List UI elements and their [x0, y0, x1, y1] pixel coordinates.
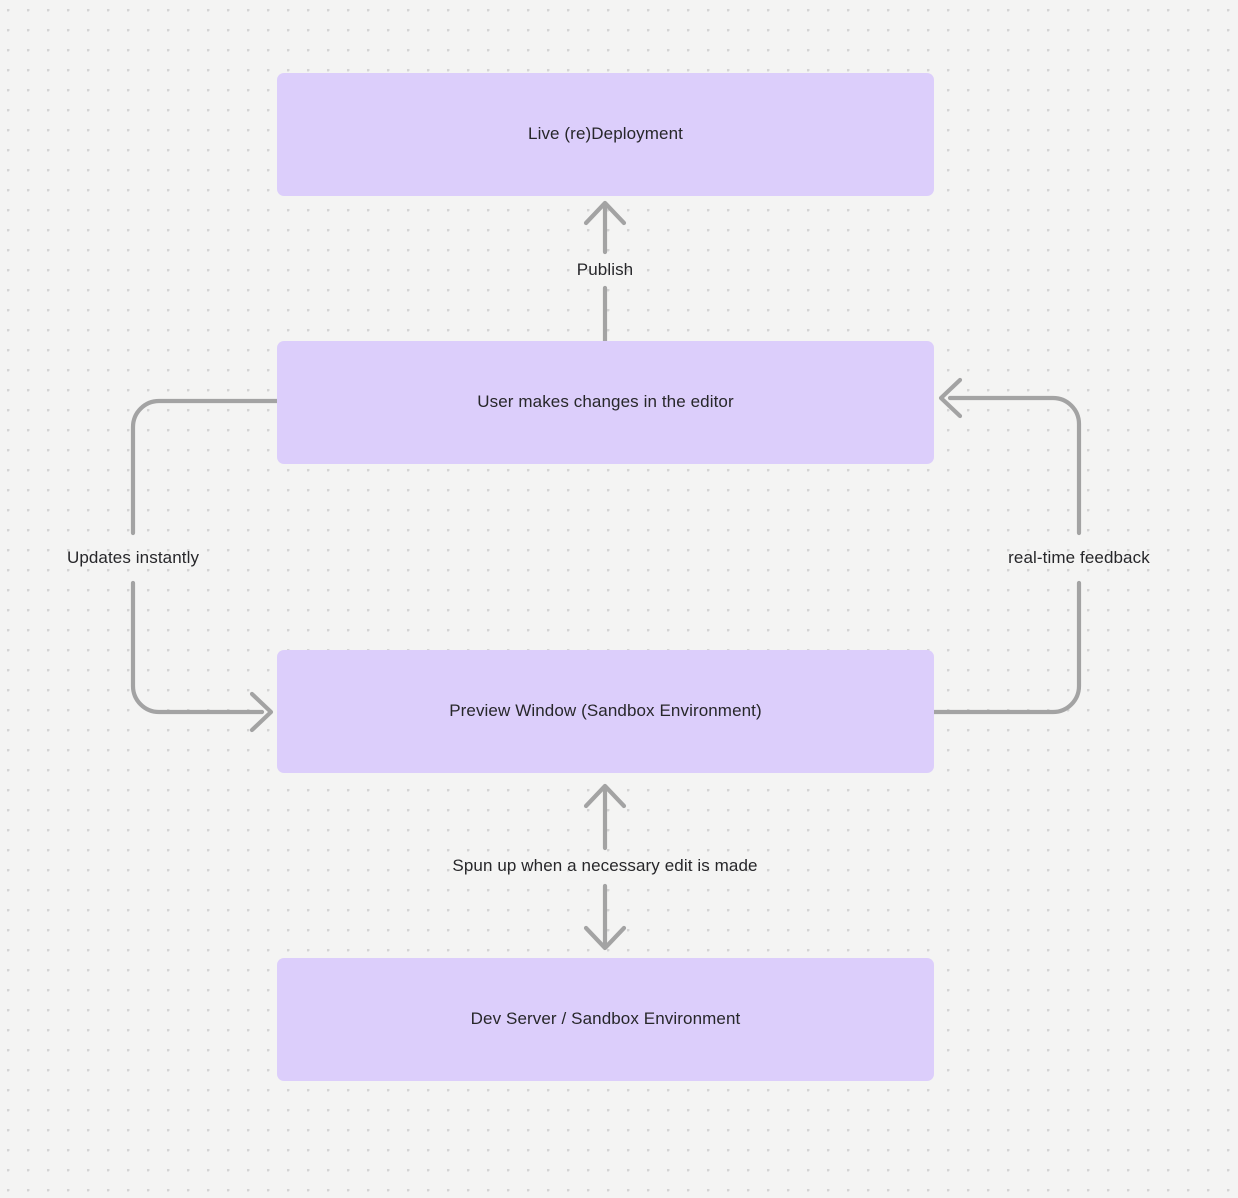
edge-label-publish: Publish	[576, 260, 634, 279]
edge-real-time-feedback	[931, 377, 1082, 715]
node-label-live-deployment: Live (re)Deployment	[528, 124, 683, 144]
node-label-user-editor: User makes changes in the editor	[477, 392, 734, 412]
node-user-editor[interactable]: User makes changes in the editor	[277, 341, 934, 464]
node-preview-window[interactable]: Preview Window (Sandbox Environment)	[277, 650, 934, 773]
node-dev-server[interactable]: Dev Server / Sandbox Environment	[277, 958, 934, 1081]
edge-label-spun-up: Spun up when a necessary edit is made	[452, 856, 758, 875]
node-label-preview-window: Preview Window (Sandbox Environment)	[449, 701, 762, 721]
node-live-deployment[interactable]: Live (re)Deployment	[277, 73, 934, 196]
node-label-dev-server: Dev Server / Sandbox Environment	[470, 1009, 741, 1029]
edge-label-real-time-feedback: real-time feedback	[1008, 548, 1150, 567]
edge-label-updates-instantly: Updates instantly	[66, 548, 200, 567]
